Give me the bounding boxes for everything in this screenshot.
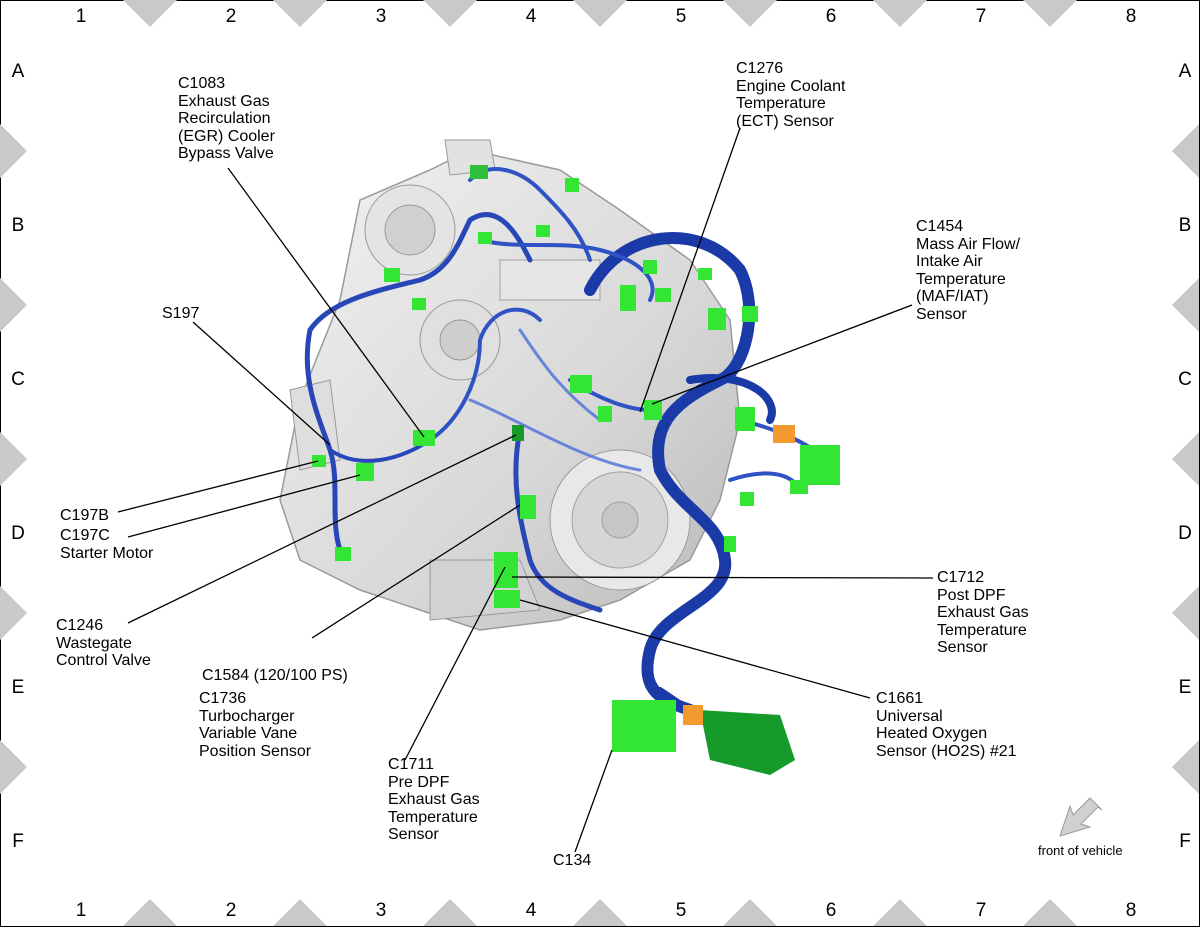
- grid-marker-top-6: [873, 0, 927, 27]
- grid-row-d-right: D: [1178, 523, 1192, 544]
- grid-col-8-top: 8: [1125, 6, 1137, 27]
- grid-marker-left-4: [0, 586, 27, 640]
- callout-c1584: C1584 (120/100 PS): [202, 667, 348, 684]
- connectors: [312, 165, 840, 775]
- grid-row-f-right: F: [1179, 831, 1191, 852]
- grid-row-a-right: A: [1178, 61, 1192, 82]
- grid-marker-left-2: [0, 278, 27, 332]
- grid-marker-bottom-4: [573, 899, 627, 926]
- grid-marker-bottom-1: [123, 899, 177, 926]
- grid-marker-left-3: [0, 432, 27, 486]
- grid-row-f-left: F: [12, 831, 24, 852]
- grid-marker-right-5: [1172, 740, 1199, 794]
- grid-marker-top-1: [123, 0, 177, 27]
- grid-marker-left-5: [0, 740, 27, 794]
- grid-row-c-right: C: [1178, 369, 1192, 390]
- grid-marker-right-3: [1172, 432, 1199, 486]
- grid-row-c-left: C: [11, 369, 25, 390]
- front-arrow-icon: [1059, 797, 1103, 837]
- grid-row-a-left: A: [11, 61, 25, 82]
- grid-row-b-right: B: [1178, 215, 1192, 236]
- grid-col-6-bottom: 6: [825, 900, 837, 921]
- grid-col-1-bottom: 1: [75, 900, 87, 921]
- callout-c134: C134: [553, 852, 592, 869]
- grid-col-4-top: 4: [525, 6, 537, 27]
- grid-marker-right-2: [1172, 278, 1199, 332]
- grid-marker-bottom-2: [273, 899, 327, 926]
- grid-col-4-bottom: 4: [525, 900, 537, 921]
- grid-row-e-right: E: [1178, 677, 1192, 698]
- grid-col-6-top: 6: [825, 6, 837, 27]
- grid-col-3-bottom: 3: [375, 900, 387, 921]
- grid-col-7-bottom: 7: [975, 900, 987, 921]
- grid-row-b-left: B: [11, 215, 25, 236]
- grid-row-e-left: E: [11, 677, 25, 698]
- grid-col-5-bottom: 5: [675, 900, 687, 921]
- grid-marker-left-1: [0, 124, 27, 178]
- grid-marker-bottom-3: [423, 899, 477, 926]
- grid-col-5-top: 5: [675, 6, 687, 27]
- grid-marker-top-5: [723, 0, 777, 27]
- grid-marker-top-3: [423, 0, 477, 27]
- grid-row-d-left: D: [11, 523, 25, 544]
- grid-marker-bottom-6: [873, 899, 927, 926]
- grid-marker-top-2: [273, 0, 327, 27]
- grid-col-1-top: 1: [75, 6, 87, 27]
- grid-marker-top-4: [573, 0, 627, 27]
- callout-c197b: C197B: [60, 507, 109, 524]
- callout-s197: S197: [162, 305, 200, 322]
- front-of-vehicle-label: front of vehicle: [1038, 843, 1123, 858]
- grid-marker-bottom-7: [1023, 899, 1077, 926]
- grid-marker-bottom-5: [723, 899, 777, 926]
- leader-lines: [117, 127, 934, 853]
- grid-col-7-top: 7: [975, 6, 987, 27]
- grid-col-2-top: 2: [225, 6, 237, 27]
- grid-marker-right-4: [1172, 586, 1199, 640]
- grid-marker-top-7: [1023, 0, 1077, 27]
- grid-col-2-bottom: 2: [225, 900, 237, 921]
- grid-marker-right-1: [1172, 124, 1199, 178]
- grid-col-3-top: 3: [375, 6, 387, 27]
- grid-col-8-bottom: 8: [1125, 900, 1137, 921]
